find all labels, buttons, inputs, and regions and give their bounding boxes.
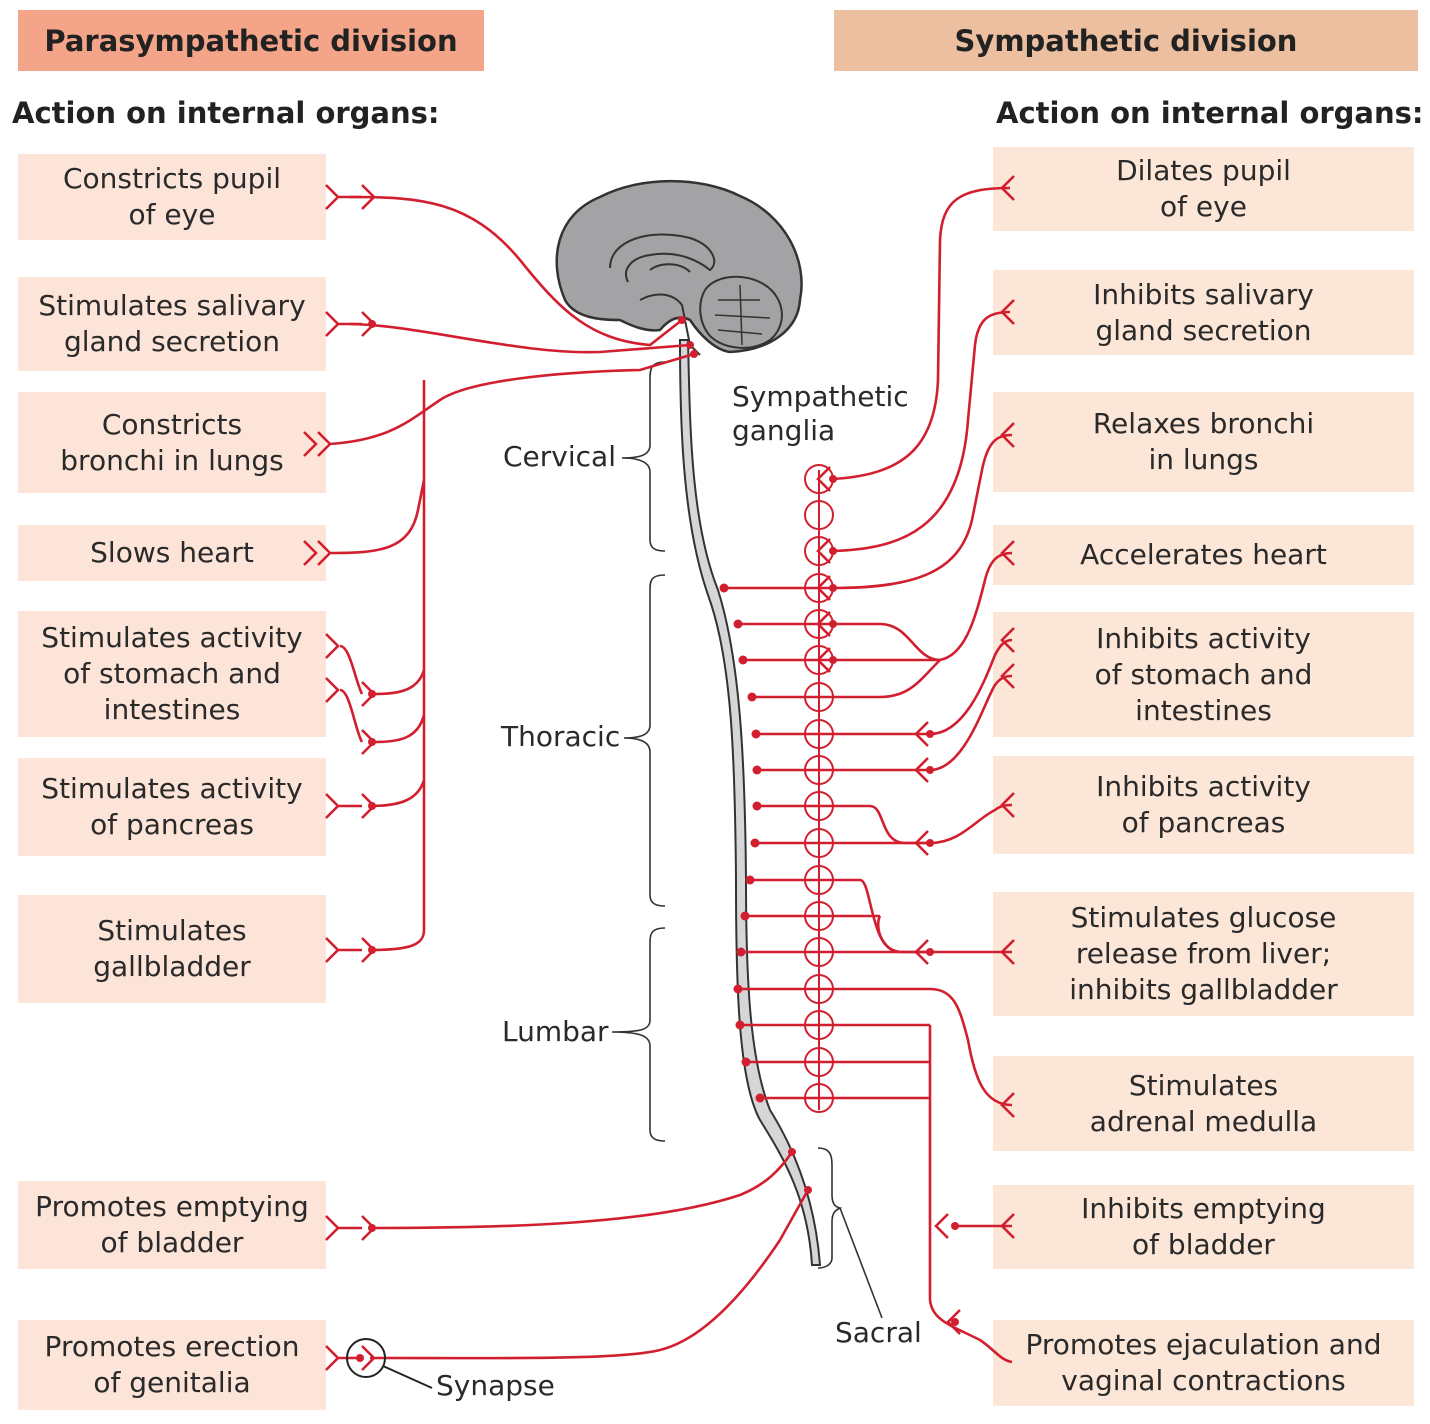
sacral-label: Sacral <box>835 1316 922 1349</box>
symp-box-pupil: Dilates pupil of eye <box>993 147 1414 231</box>
synapse-callout <box>346 1338 433 1389</box>
para-box-genitalia: Promotes erection of genitalia <box>18 1320 326 1410</box>
symp-box-liver: Stimulates glucose release from liver; i… <box>993 892 1414 1016</box>
parasympathetic-synapse-dots <box>356 316 812 1362</box>
symp-box-bronchi: Relaxes bronchi in lungs <box>993 392 1414 492</box>
para-box-stomach: Stimulates activity of stomach and intes… <box>18 611 326 737</box>
parasympathetic-nerves <box>329 195 810 1360</box>
symp-box-adrenal: Stimulates adrenal medulla <box>993 1056 1414 1151</box>
region-braces <box>611 361 883 1319</box>
para-box-gallbladder: Stimulates gallbladder <box>18 895 326 1003</box>
cervical-label: Cervical <box>503 440 616 473</box>
synapse-label: Synapse <box>436 1369 555 1402</box>
parasympathetic-header: Parasympathetic division <box>18 10 484 71</box>
para-box-salivary: Stimulates salivary gland secretion <box>18 277 326 371</box>
sympathetic-header: Sympathetic division <box>834 10 1418 71</box>
spinal-cord <box>678 339 822 1266</box>
lumbar-label: Lumbar <box>502 1015 609 1048</box>
sympathetic-ganglia-label: Sympathetic ganglia <box>732 380 909 447</box>
symp-box-salivary: Inhibits salivary gland secretion <box>993 270 1414 355</box>
parasympathetic-endings <box>303 184 376 1371</box>
thoracic-label: Thoracic <box>501 720 621 753</box>
para-box-bladder: Promotes emptying of bladder <box>18 1181 326 1269</box>
para-box-heart: Slows heart <box>18 525 326 581</box>
sympathetic-cord-dots <box>719 475 959 1326</box>
symp-box-heart: Accelerates heart <box>993 525 1414 585</box>
sympathetic-endings <box>816 175 1015 1335</box>
symp-box-pancreas: Inhibits activity of pancreas <box>993 756 1414 854</box>
para-box-pancreas: Stimulates activity of pancreas <box>18 758 326 856</box>
symp-box-stomach: Inhibits activity of stomach and intesti… <box>993 612 1414 737</box>
para-box-pupil: Constricts pupil of eye <box>18 154 326 240</box>
para-box-bronchi: Constricts bronchi in lungs <box>18 392 326 493</box>
brain-illustration <box>555 179 803 356</box>
sympathetic-subheading: Action on internal organs: <box>996 96 1424 130</box>
parasympathetic-subheading: Action on internal organs: <box>12 96 440 130</box>
symp-box-genital: Promotes ejaculation and vaginal contrac… <box>993 1320 1414 1406</box>
symp-box-bladder: Inhibits emptying of bladder <box>993 1185 1414 1269</box>
